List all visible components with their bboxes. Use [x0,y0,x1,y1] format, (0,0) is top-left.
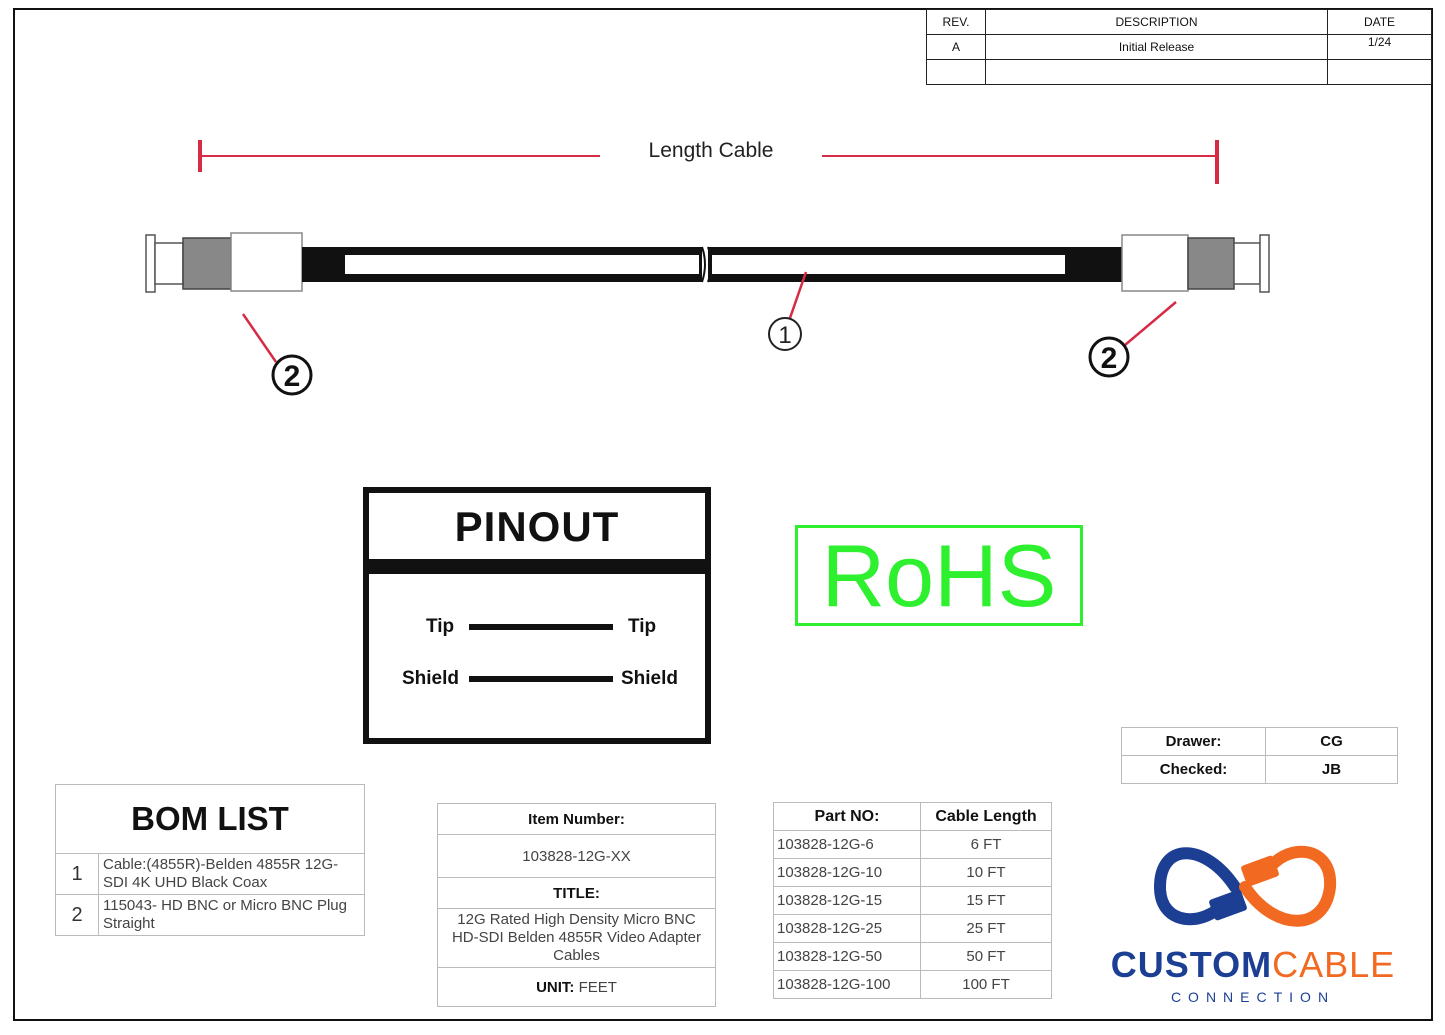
callout-number: 1 [778,322,791,349]
cable-length: 100 FT [920,970,1052,999]
company-logo: CUSTOMCABLE CONNECTION [1085,832,1421,1012]
item-info-table: Item Number: 103828-12G-XX TITLE: 12G Ra… [437,803,716,1007]
part-number: 103828-12G-100 [773,970,921,999]
table-row: 2 115043- HD BNC or Micro BNC Plug Strai… [55,894,365,936]
drawing-frame [13,8,1433,1021]
bom-table: BOM LIST 1 Cable:(4855R)-Belden 4855R 12… [55,784,365,936]
cable-length: 15 FT [920,886,1052,915]
empty-cell [1327,59,1432,85]
bom-item-number: 2 [55,894,99,936]
cable-length: 50 FT [920,942,1052,971]
title-value: 12G Rated High Density Micro BNC HD-SDI … [437,908,716,968]
cable-drawing: 1 2 2 [145,140,1270,396]
checked-value: JB [1265,755,1398,784]
cable-length-header: Cable Length [920,802,1052,831]
item-number-label: Item Number: [437,803,716,835]
date-value: 1/24 [1327,34,1432,60]
part-number: 103828-12G-15 [773,886,921,915]
drawer-value: CG [1265,727,1398,756]
logo-word-cable: CABLE [1272,944,1396,985]
part-number: 103828-12G-10 [773,858,921,887]
drawer-label: Drawer: [1121,727,1266,756]
cable-length: 25 FT [920,914,1052,943]
callout-number: 2 [284,360,301,393]
pinout-box: PINOUT Tip Tip Shield Shield [363,487,711,744]
infinity-cable-icon [1153,845,1337,927]
part-number: 103828-12G-6 [773,830,921,859]
bnc-connector-left [145,232,303,293]
pin-left-tip: Tip [426,616,455,637]
revision-table: REV. DESCRIPTION DATE A Initial Release … [926,9,1432,85]
item-number-value: 103828-12G-XX [437,834,716,878]
callout-balloon-2-left: 2 [271,354,313,396]
cable-length: 6 FT [920,830,1052,859]
title-label: TITLE: [437,877,716,909]
signoff-table: Drawer: CG Checked: JB [1121,727,1398,784]
logo-word-custom: CUSTOM [1110,944,1273,985]
pinout-divider [369,559,705,574]
callout-balloon-2-right: 2 [1088,336,1130,378]
cable-length: 10 FT [920,858,1052,887]
checked-label: Checked: [1121,755,1266,784]
table-row: 1 Cable:(4855R)-Belden 4855R 12G-SDI 4K … [55,853,365,895]
logo-wordmark: CUSTOMCABLE [1085,944,1421,986]
dimension-label: Length Cable [600,139,822,163]
bom-item-description: 115043- HD BNC or Micro BNC Plug Straigh… [98,894,365,936]
pin-right-tip: Tip [628,616,657,637]
empty-cell [926,59,986,85]
unit-value: FEET [578,978,617,996]
description-header: DESCRIPTION [985,9,1328,35]
bom-title: BOM LIST [55,784,365,854]
date-header: DATE [1327,9,1432,35]
pin-right-shield: Shield [621,668,679,689]
pin-wire-shield [469,676,613,682]
cable-body [302,246,1122,283]
bnc-connector-right [1121,234,1270,293]
callout-number: 2 [1101,342,1118,375]
callout-balloon-1: 1 [768,317,802,351]
callout-leaders [241,271,1177,363]
rohs-mark: RoHS [795,525,1083,626]
pin-left-shield: Shield [402,668,460,689]
logo-word-connection: CONNECTION [1170,989,1336,1005]
bom-item-description: Cable:(4855R)-Belden 4855R 12G-SDI 4K UH… [98,853,365,895]
bom-item-number: 1 [55,853,99,895]
pinout-title: PINOUT [454,503,620,550]
part-number: 103828-12G-50 [773,942,921,971]
part-no-header: Part NO: [773,802,921,831]
unit-label: UNIT: [536,978,575,996]
part-number: 103828-12G-25 [773,914,921,943]
pin-wire-tip [469,624,613,630]
